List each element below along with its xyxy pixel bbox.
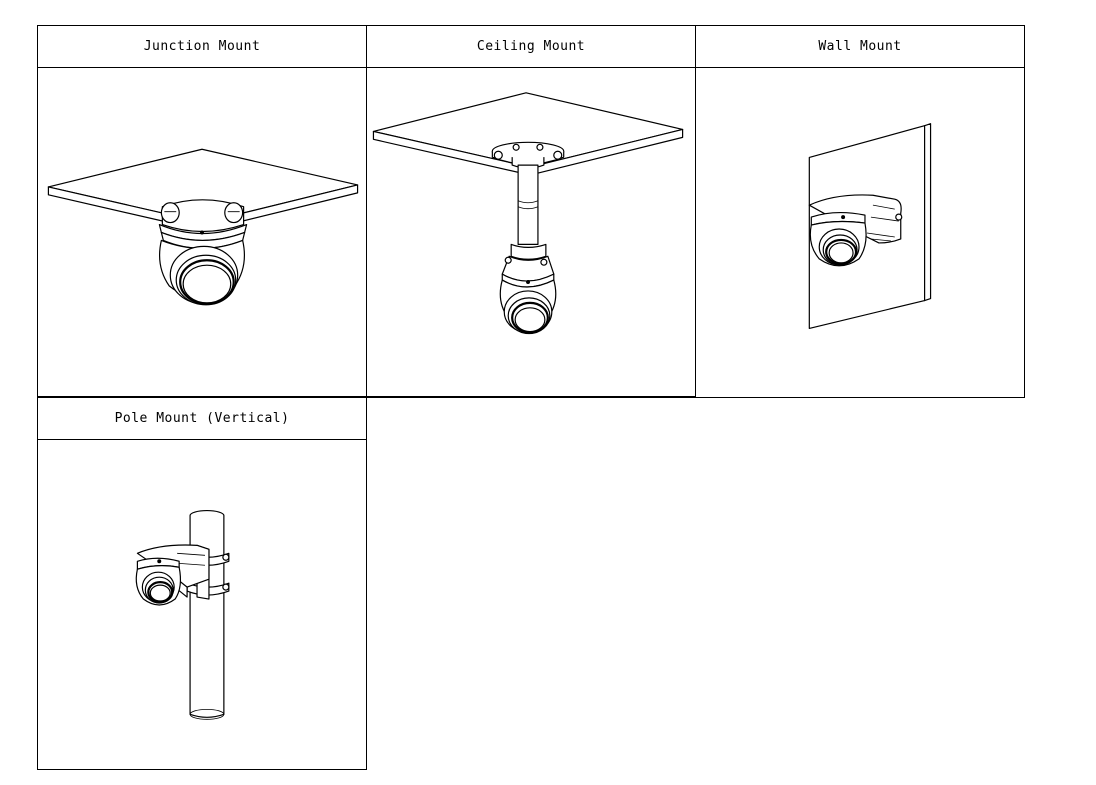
wall-mount-title: Wall Mount bbox=[695, 25, 1025, 68]
ceiling-mount-title-text: Ceiling Mount bbox=[476, 39, 586, 54]
pole-mount-illustration-panel bbox=[37, 439, 367, 770]
ceiling-mount-title: Ceiling Mount bbox=[366, 25, 696, 68]
ceiling-mount-camera-icon bbox=[367, 68, 695, 396]
pole-mount-title-text: Pole Mount (Vertical) bbox=[114, 411, 290, 426]
junction-mount-camera-icon bbox=[38, 68, 366, 396]
pole-mount-title: Pole Mount (Vertical) bbox=[37, 397, 367, 440]
wall-mount-camera-icon bbox=[696, 68, 1024, 397]
ceiling-mount-illustration-panel bbox=[366, 67, 696, 398]
pole-mount-camera-icon bbox=[38, 440, 366, 769]
junction-mount-title: Junction Mount bbox=[37, 25, 367, 68]
wall-mount-title-text: Wall Mount bbox=[818, 39, 902, 54]
junction-mount-title-text: Junction Mount bbox=[143, 39, 261, 54]
wall-mount-illustration-panel bbox=[695, 67, 1025, 398]
junction-mount-illustration-panel bbox=[37, 67, 367, 398]
